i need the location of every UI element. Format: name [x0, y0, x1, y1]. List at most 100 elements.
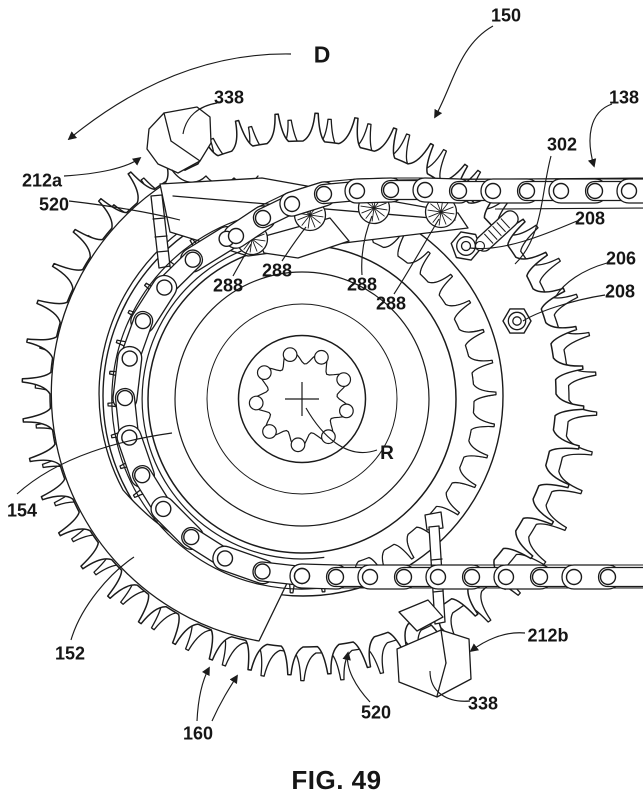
- ref-label-288-12: 288: [347, 274, 377, 294]
- chain-pin-hole: [348, 182, 366, 200]
- chain-pin-hole: [156, 279, 173, 296]
- ref-label-212a-4: 212a: [22, 170, 63, 190]
- chain-pin-hole: [565, 568, 583, 586]
- ref-label-288-11: 288: [262, 260, 292, 280]
- chain-pin-hole: [620, 182, 638, 200]
- pin-knurl: [496, 222, 506, 233]
- ref-label-338-2: 338: [214, 87, 244, 107]
- rotation-arrow-D: [67, 53, 292, 141]
- pin-knurl: [483, 233, 494, 244]
- guide-assembly-bottom: [396, 511, 472, 698]
- leader-288-4: [393, 218, 440, 295]
- chain-pin-hole: [327, 568, 345, 586]
- leader-150: [434, 25, 494, 119]
- leader-160-b: [211, 674, 238, 722]
- fasteners: [450, 210, 532, 334]
- leader-338-top: [182, 102, 218, 135]
- ref-label-150-1: 150: [491, 5, 521, 25]
- leader-138: [587, 103, 613, 168]
- ref-label-d-0: D: [314, 41, 331, 67]
- strut-bottom-rung-1: [430, 558, 443, 561]
- leader-206: [555, 262, 608, 297]
- chain-pin-hole: [121, 429, 138, 446]
- chain-pin-hole: [395, 568, 413, 586]
- leader-288-2: [281, 226, 307, 262]
- leader-302: [514, 155, 552, 265]
- ref-label-r-14: R: [380, 443, 394, 464]
- pin-knurl: [500, 218, 511, 229]
- pin-knurl: [488, 229, 498, 240]
- leader-160-a: [196, 666, 210, 722]
- chain-pin-hole: [531, 568, 549, 586]
- chain-pin-hole: [293, 567, 311, 585]
- chain-pin-hole: [450, 182, 468, 200]
- leader-208-lower: [522, 294, 606, 322]
- ref-label-212b-20: 212b: [527, 625, 568, 645]
- strut-top: [150, 194, 171, 269]
- pin-knurl: [492, 225, 502, 237]
- leader-288-1: [232, 243, 252, 277]
- block-top-facet-2: [170, 140, 201, 162]
- chain-pin-hole: [599, 568, 617, 586]
- chain-pin-hole: [227, 227, 245, 245]
- chain-pin-hole: [133, 467, 151, 484]
- leader-288-3: [361, 215, 373, 276]
- strut-bottom-rung-2: [432, 590, 444, 593]
- block-bottom-facet-1: [440, 629, 447, 664]
- chain-arc-inner-edge: [141, 246, 325, 560]
- hub-assembly: [248, 347, 354, 453]
- roller-hatch: [297, 209, 323, 221]
- block-top-facet-1: [163, 112, 172, 142]
- figure-caption: FIG. 49: [291, 765, 382, 795]
- leader-208-upper: [469, 220, 578, 250]
- chain-pin-hole: [183, 528, 200, 546]
- hub-bolt-hole: [256, 365, 272, 381]
- nut-bore: [460, 240, 472, 252]
- chain-pin-hole: [552, 182, 570, 200]
- chain-pin-hole: [382, 181, 400, 199]
- strut-top-rung-2: [154, 235, 168, 238]
- leader-212b: [469, 632, 526, 653]
- chain-pin-hole: [134, 312, 152, 330]
- block-bottom-facet-2: [436, 662, 447, 697]
- ref-label-208-9: 208: [605, 281, 635, 301]
- chain-pin-hole: [121, 350, 138, 367]
- chain-arc-outer-edge: [111, 217, 329, 590]
- chain-pin-hole: [254, 563, 271, 580]
- chain-pin-hole: [216, 550, 234, 567]
- ref-label-154-15: 154: [7, 500, 37, 520]
- chain-pin-hole: [497, 568, 515, 586]
- chain-pin-hole: [361, 568, 379, 586]
- chain-pin-hole: [184, 251, 202, 268]
- chain-guide-block-top-338: [146, 106, 212, 174]
- hub-bolt-hole: [290, 437, 306, 453]
- leader-R: [305, 407, 378, 453]
- ref-label-160-17: 160: [183, 723, 213, 743]
- strut-top-rung-3: [156, 250, 169, 253]
- ref-label-338-19: 338: [468, 693, 498, 713]
- leader-lines: [16, 25, 613, 722]
- chain-pin-hole: [155, 500, 172, 518]
- leader-212a: [63, 156, 142, 177]
- hub-bolt-hole: [262, 424, 277, 439]
- nut-bore: [512, 316, 522, 326]
- ref-label-152-16: 152: [55, 643, 85, 663]
- hub-bolt-hole: [339, 403, 354, 419]
- hub-bolt-hole: [336, 372, 352, 388]
- hub-bolt-hole: [282, 347, 298, 363]
- chain-pin-hole: [254, 209, 272, 227]
- ref-label-288-10: 288: [213, 275, 243, 295]
- ref-label-206-8: 206: [606, 248, 636, 268]
- chain-pin-hole: [315, 185, 333, 203]
- ref-label-302-5: 302: [547, 134, 577, 154]
- ref-label-288-13: 288: [376, 293, 406, 313]
- hub-bolt-hole: [248, 395, 264, 411]
- chain-pin-hole: [484, 182, 502, 200]
- leader-152: [70, 556, 135, 641]
- ref-label-138-3: 138: [609, 87, 639, 107]
- chain-pins: [116, 181, 638, 586]
- center-cross: [285, 382, 319, 416]
- spider-lobed-opening: [250, 349, 352, 451]
